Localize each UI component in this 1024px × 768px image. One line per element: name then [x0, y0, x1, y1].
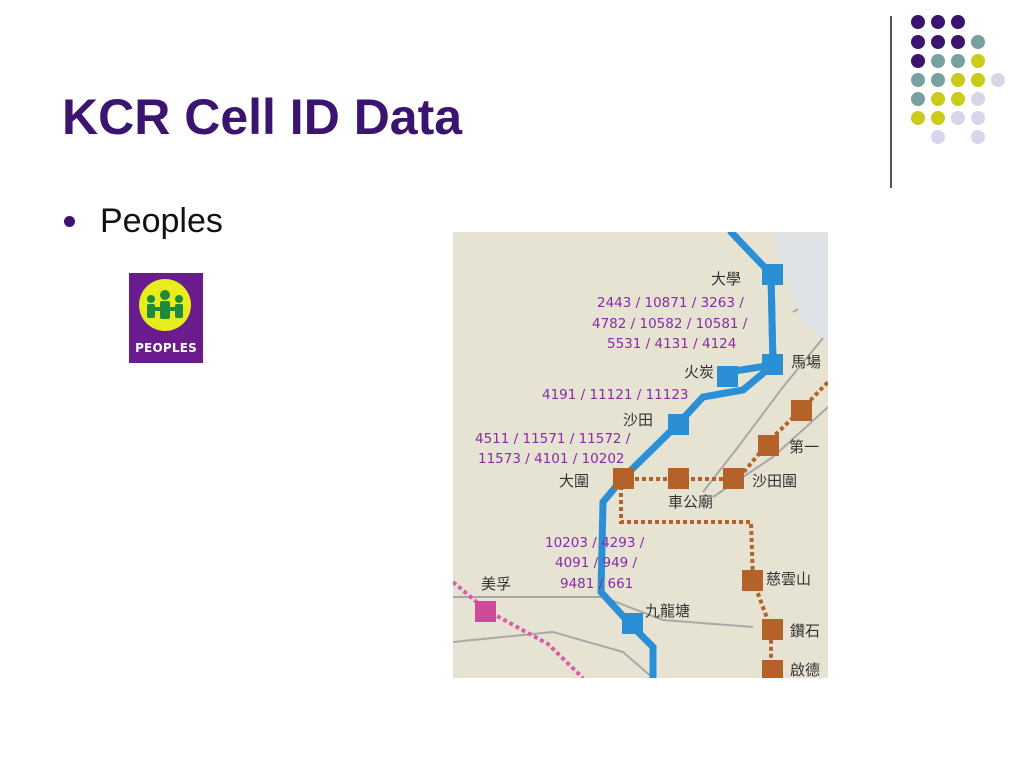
decorative-dot-grid — [911, 15, 1005, 144]
station-label: 馬場 — [791, 353, 821, 371]
decorative-dot — [971, 92, 985, 106]
people-figures-icon — [147, 290, 183, 319]
decorative-dot — [931, 92, 945, 106]
kcr-route-map: 大學 火炭 馬場 沙田 大圍 車公廟 沙田圍 第一 美孚 九龍塘 慈雲山 鑽石 … — [453, 232, 828, 678]
station-label: 大學 — [711, 270, 741, 288]
cell-id-text: 5531 / 4131 / 4124 — [607, 336, 736, 352]
pink-station — [475, 601, 496, 622]
station-label: 第一 — [789, 438, 819, 456]
header-divider — [890, 16, 892, 188]
station-label: 啟德 — [790, 661, 820, 678]
decorative-dot — [951, 73, 965, 87]
decorative-dot — [991, 73, 1005, 87]
decorative-dot — [931, 73, 945, 87]
decorative-dot — [911, 92, 925, 106]
decorative-dot — [971, 130, 985, 144]
decorative-dot — [971, 73, 985, 87]
cell-id-labels: 2443 / 10871 / 3263 / 4782 / 10582 / 105… — [475, 295, 748, 592]
bullet-point — [64, 216, 75, 227]
peoples-logo: PEOPLES — [129, 273, 203, 363]
station-label: 美孚 — [481, 575, 511, 593]
logo-wordmark: PEOPLES — [135, 341, 197, 355]
decorative-dot — [951, 92, 965, 106]
cell-id-text: 2443 / 10871 / 3263 / — [597, 295, 744, 311]
cell-id-text: 4191 / 11121 / 11123 — [542, 387, 689, 403]
cell-id-text: 4091 / 949 / — [555, 555, 638, 571]
cell-id-text: 9481 / 661 — [560, 576, 633, 592]
decorative-dot — [911, 54, 925, 68]
decorative-dot — [931, 111, 945, 125]
slide-title: KCR Cell ID Data — [62, 89, 463, 145]
decorative-dot — [971, 54, 985, 68]
station-label: 車公廟 — [668, 493, 713, 511]
decorative-dot — [911, 15, 925, 29]
station-label: 火炭 — [684, 363, 714, 381]
decorative-dot — [931, 130, 945, 144]
decorative-dot — [911, 35, 925, 49]
station-label: 慈雲山 — [766, 570, 811, 588]
cell-id-text: 4511 / 11571 / 11572 / — [475, 431, 631, 447]
decorative-dot — [931, 15, 945, 29]
decorative-dot — [971, 35, 985, 49]
decorative-dot — [931, 35, 945, 49]
decorative-dot — [931, 54, 945, 68]
station-label: 九龍塘 — [645, 602, 690, 620]
sea-area — [773, 232, 828, 342]
west-rail-line — [453, 580, 585, 678]
decorative-dot — [971, 111, 985, 125]
decorative-dot — [911, 73, 925, 87]
decorative-dot — [951, 54, 965, 68]
decorative-dot — [911, 111, 925, 125]
decorative-dot — [951, 35, 965, 49]
cell-id-text: 10203 / 4293 / — [545, 535, 645, 551]
brown-stations — [613, 400, 812, 678]
cell-id-text: 11573 / 4101 / 10202 — [478, 451, 625, 467]
cell-id-text: 4782 / 10582 / 10581 / — [592, 316, 748, 332]
station-label: 鑽石 — [790, 622, 820, 640]
station-label: 大圍 — [559, 472, 589, 490]
station-label: 沙田 — [623, 411, 653, 429]
decorative-dot — [951, 15, 965, 29]
decorative-dot — [951, 111, 965, 125]
blue-stations — [622, 264, 783, 634]
bullet-text: Peoples — [100, 202, 223, 240]
station-label: 沙田圍 — [752, 472, 797, 490]
